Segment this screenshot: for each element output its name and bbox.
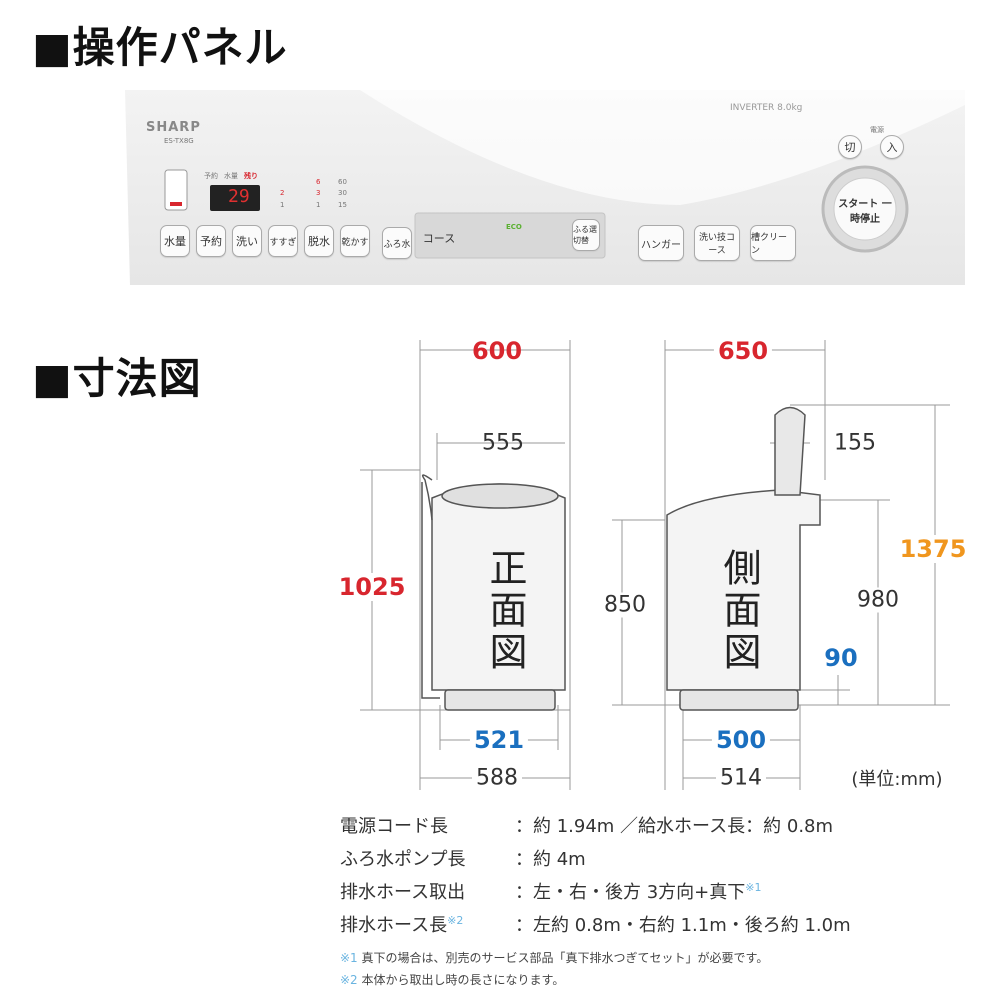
- dry-15: 15: [338, 201, 347, 209]
- spec-row: ふろ水ポンプ長 ：約 4m: [340, 845, 586, 871]
- power-on-button[interactable]: 入: [880, 135, 904, 159]
- front-base-width: 588: [472, 765, 522, 791]
- side-lid-depth: 155: [834, 430, 876, 456]
- spec-label: 排水ホース長: [340, 915, 448, 936]
- style-switch-button[interactable]: ふる選切替: [572, 219, 600, 251]
- side-depth-top: 650: [713, 337, 773, 365]
- front-width-top: 600: [471, 337, 523, 365]
- front-height: 1025: [338, 573, 406, 601]
- front-foot-width: 521: [469, 726, 529, 754]
- spec-value: ：約 1.94m ／給水ホース長：約 0.8m: [515, 816, 834, 837]
- power-off-button[interactable]: 切: [838, 135, 862, 159]
- side-height-lid: 980: [857, 587, 899, 613]
- indicator-remaining: 残り: [244, 172, 258, 180]
- footnote-mark: ※2: [447, 914, 464, 927]
- model-number: ES-TX8G: [164, 137, 194, 145]
- spin-button[interactable]: 脱水: [304, 225, 334, 257]
- side-body-height: 850: [604, 592, 646, 618]
- panel-section-title: ■操作パネル: [32, 23, 288, 72]
- footnote-mark: ※1: [745, 881, 762, 894]
- capacity-label: INVERTER 8.0kg: [730, 103, 803, 113]
- spin-1: 1: [316, 201, 321, 209]
- footnote-text: 真下の場合は、別売のサービス部品「真下排水つぎてセット」が必要です。: [361, 951, 769, 965]
- power-label: 電源: [870, 126, 884, 134]
- side-height-open: 1375: [899, 535, 967, 563]
- spec-row: 排水ホース長※2 ：左約 0.8m・右約 1.1m・後ろ約 1.0m: [340, 911, 851, 937]
- spec-value: ：左・右・後方 3方向+真下: [515, 882, 746, 903]
- brand-logo: SHARP: [146, 120, 201, 135]
- spec-row: 電源コード長 ：約 1.94m ／給水ホース長：約 0.8m: [340, 812, 833, 838]
- spec-label: 電源コード長: [340, 816, 448, 837]
- dry-button[interactable]: 乾かす: [340, 225, 370, 257]
- rinse-2: 2: [280, 189, 285, 197]
- side-foot-height: 90: [824, 644, 858, 672]
- spec-row: 排水ホース取出 ：左・右・後方 3方向+真下※1: [340, 878, 761, 904]
- dimensions-section-title: ■寸法図: [32, 354, 202, 403]
- footnote-text: 本体から取出し時の長さになります。: [361, 973, 565, 987]
- unit-label: (単位:mm): [851, 769, 943, 790]
- indicator-reserve: 予約: [204, 172, 218, 180]
- water-level-button[interactable]: 水量: [160, 225, 190, 257]
- spec-value: ：約 4m: [515, 849, 586, 870]
- rinse-1: 1: [280, 201, 285, 209]
- eco-indicator: ECO: [506, 223, 522, 231]
- spec-label: 排水ホース取出: [340, 882, 466, 903]
- dry-60: 60: [338, 178, 347, 186]
- time-display: 29: [228, 186, 250, 207]
- bath-water-button[interactable]: ふろ水: [382, 227, 412, 259]
- indicator-water: 水量: [224, 172, 238, 180]
- tub-clean-button[interactable]: 槽クリーン: [750, 225, 796, 261]
- hanger-button[interactable]: ハンガー: [638, 225, 684, 261]
- spin-3: 3: [316, 189, 321, 197]
- side-foot-depth: 500: [711, 726, 771, 754]
- side-base-depth: 514: [716, 765, 766, 791]
- spec-value: ：左約 0.8m・右約 1.1m・後ろ約 1.0m: [515, 915, 851, 936]
- spec-label: ふろ水ポンプ長: [340, 849, 466, 870]
- footnote: ※1 真下の場合は、別売のサービス部品「真下排水つぎてセット」が必要です。: [340, 949, 768, 966]
- wash-technique-course-button[interactable]: 洗い技コース: [694, 225, 740, 261]
- footnote-mark: ※1: [340, 951, 358, 965]
- side-view-label: 側面図: [717, 548, 761, 674]
- reserve-button[interactable]: 予約: [196, 225, 226, 257]
- control-panel: SHARP ES-TX8G INVERTER 8.0kg 29 予約 水量 残り…: [120, 85, 970, 295]
- footnote: ※2 本体から取出し時の長さになります。: [340, 971, 564, 988]
- footnote-mark: ※2: [340, 973, 358, 987]
- spin-6: 6: [316, 178, 321, 186]
- wash-button[interactable]: 洗い: [232, 225, 262, 257]
- course-button[interactable]: コース: [422, 232, 456, 245]
- rinse-button[interactable]: すすぎ: [268, 225, 298, 257]
- front-width-inner: 555: [482, 430, 524, 456]
- dry-30: 30: [338, 189, 347, 197]
- front-view-label: 正面図: [483, 548, 527, 674]
- start-pause-button[interactable]: スタート 一時停止: [838, 199, 892, 225]
